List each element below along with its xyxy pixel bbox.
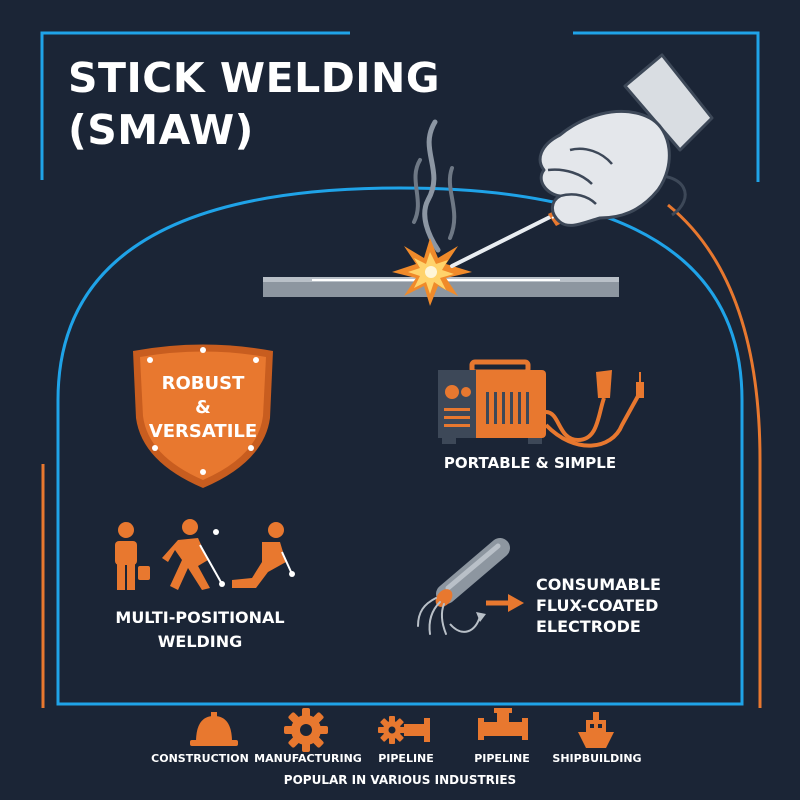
- ship-icon: [578, 712, 614, 748]
- glove-icon: [538, 53, 714, 227]
- hard-hat-icon: [190, 712, 238, 746]
- shield-label-line-3: VERSATILE: [148, 421, 258, 442]
- welding-machine-icon: [438, 359, 644, 448]
- portable-label: PORTABLE & SIMPLE: [443, 454, 617, 472]
- shield-label-line-2: &: [195, 397, 211, 418]
- shield-label-line-1: ROBUST: [161, 373, 245, 394]
- multi-positional-label: MULTI-POSITIONAL WELDING: [100, 606, 300, 654]
- frame-lines: [40, 31, 762, 708]
- shield-icon: [133, 344, 273, 488]
- welding-rod: [450, 212, 558, 268]
- industry-label-pipeline-2: PIPELINE: [474, 752, 530, 765]
- gear-icon: [284, 708, 328, 752]
- smoke-icon: [412, 119, 457, 253]
- title-line-2: (SMAW): [68, 106, 254, 154]
- electrode-icon: [417, 538, 510, 635]
- industry-label-pipeline-1: PIPELINE: [378, 752, 434, 765]
- multi-label-line-2: WELDING: [157, 632, 243, 651]
- pipe-icon: [478, 708, 528, 740]
- electrode-label-line-3: ELECTRODE: [536, 617, 641, 636]
- electrode-label-line-1: CONSUMABLE: [536, 575, 661, 594]
- industry-label-shipbuilding: SHIPBUILDING: [552, 752, 642, 765]
- welders-icon: [115, 519, 295, 590]
- gear-pipe-icon: [378, 716, 430, 744]
- spark-icon: [392, 238, 472, 306]
- industry-label-construction: CONSTRUCTION: [151, 752, 249, 765]
- multi-label-line-1: MULTI-POSITIONAL: [115, 608, 285, 627]
- industry-label-manufacturing: MANUFACTURING: [254, 752, 362, 765]
- footer-caption: POPULAR IN VARIOUS INDUSTRIES: [283, 773, 517, 787]
- arrow-icon: [486, 594, 524, 612]
- shield-label: ROBUST & VERSATILE: [128, 372, 278, 444]
- title-line-1: STICK WELDING: [68, 54, 440, 102]
- page-title: STICK WELDING (SMAW): [68, 52, 440, 156]
- electrode-label: CONSUMABLE FLUX-COATED ELECTRODE: [536, 574, 661, 637]
- electrode-label-line-2: FLUX-COATED: [536, 596, 659, 615]
